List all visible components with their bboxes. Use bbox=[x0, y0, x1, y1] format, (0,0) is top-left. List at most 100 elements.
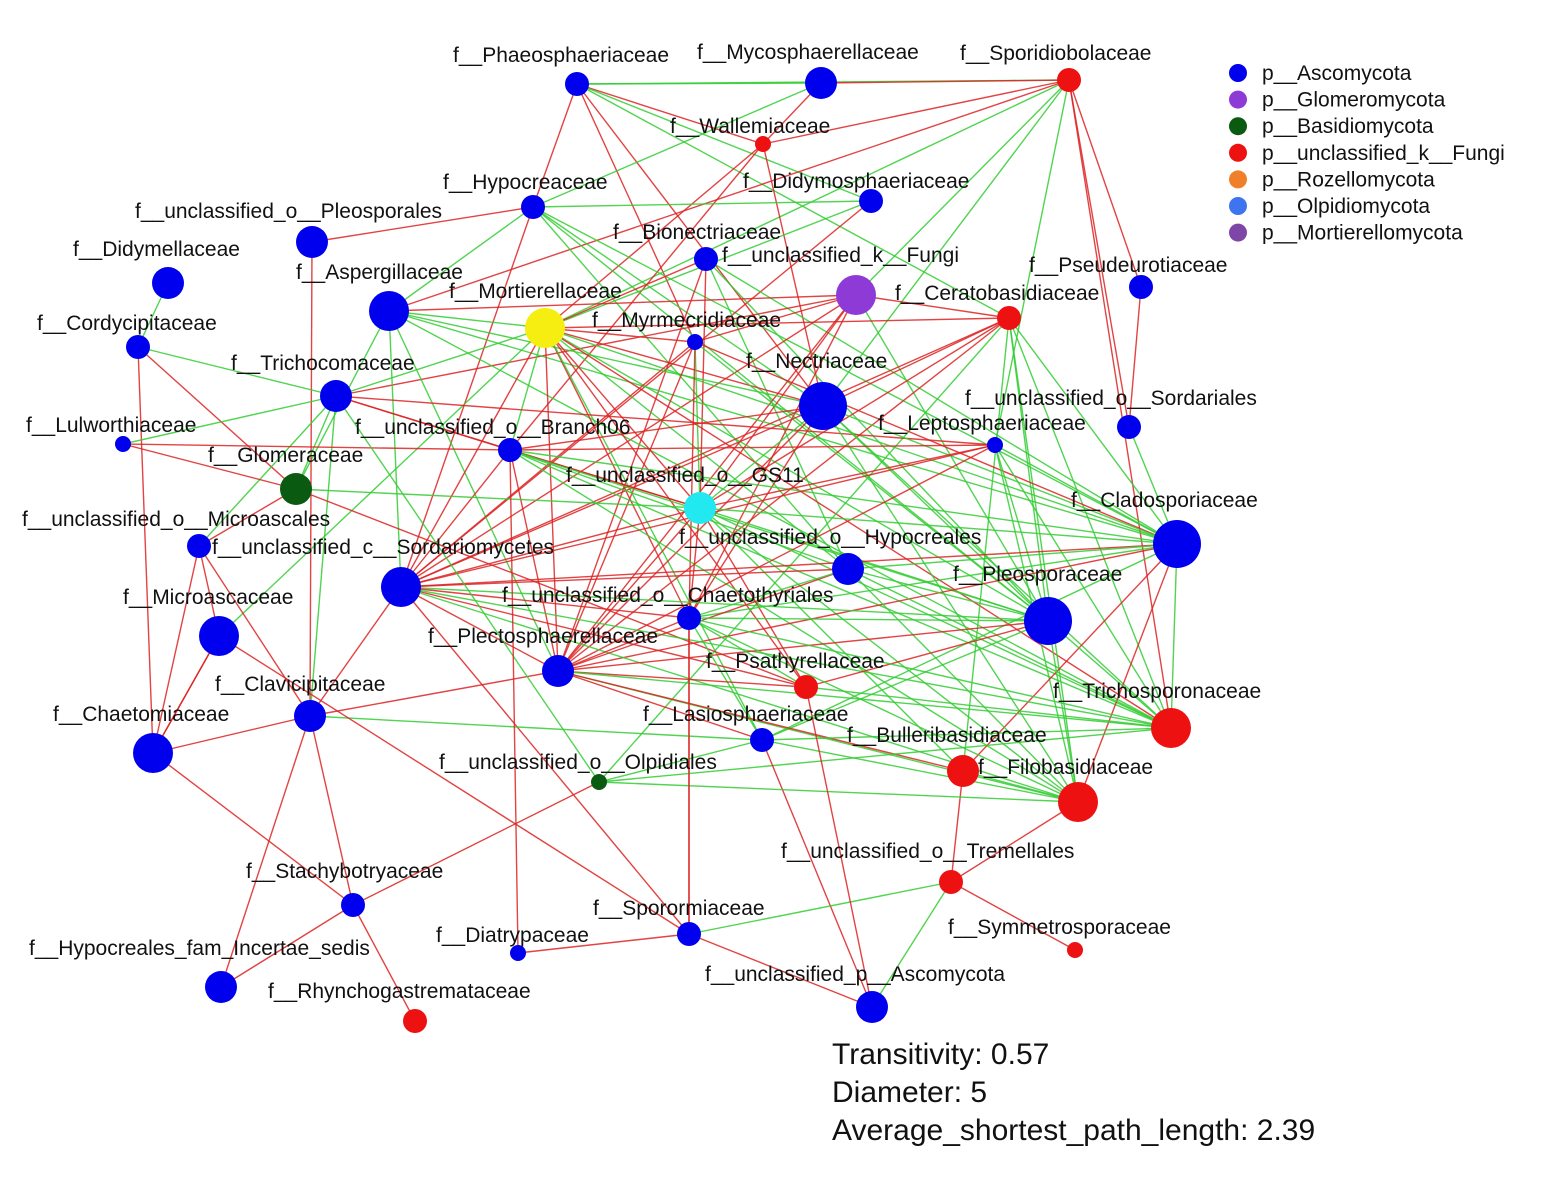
edge-plectosphaerellaceae--clavicipitaceae bbox=[309, 670, 559, 717]
node-aspergillaceae bbox=[369, 291, 409, 331]
edge-sporidiobolaceae--wallemiaceae bbox=[762, 79, 1070, 145]
legend-label-p-unclassified-k-fungi: p__unclassified_k__Fungi bbox=[1262, 142, 1505, 165]
node-nectriaceae bbox=[799, 382, 847, 430]
edge-leptosphaeriaceae--uncl-gs11 bbox=[699, 444, 996, 509]
edge-bionectriaceae--cladosporiaceae bbox=[705, 258, 1178, 545]
edge-sporidiobolaceae--aspergillaceae bbox=[388, 79, 1070, 312]
aspl-value: 2.39 bbox=[1256, 1114, 1316, 1147]
edge-ceratobasidiaceae--uncl-sordariomycetes bbox=[400, 317, 1010, 588]
node-uncl-p-ascomycota bbox=[856, 991, 888, 1023]
edge-bulleribasidiaceae--uncl-tremellales bbox=[950, 770, 964, 883]
node-ceratobasidiaceae bbox=[997, 306, 1021, 330]
edge-uncl-branch06--uncl-sordariomycetes bbox=[400, 449, 511, 588]
edge-ceratobasidiaceae--filobasidiaceae bbox=[1008, 317, 1079, 803]
edge-hypocreaceae--didymosphaeriaceae bbox=[532, 200, 872, 208]
edge-uncl-chaetothyriales--psathyrellaceae bbox=[688, 617, 807, 688]
edge-uncl-sordariomycetes--uncl-hypocreales bbox=[400, 568, 849, 588]
node-label-ceratobasidiaceae: f__Ceratobasidiaceae bbox=[895, 282, 1099, 305]
edge-myrmecridiaceae--cladosporiaceae bbox=[694, 341, 1178, 545]
node-label-hypocreaceae: f__Hypocreaceae bbox=[443, 171, 608, 194]
node-label-symmetrosporaceae: f__Symmetrosporaceae bbox=[948, 916, 1171, 939]
node-label-pseudeurotiaceae: f__Pseudeurotiaceae bbox=[1029, 254, 1228, 277]
edge-uncl-k-fungi--myrmecridiaceae bbox=[694, 294, 857, 343]
edge-uncl-microascales--glomeraceae bbox=[198, 488, 297, 547]
edge-pleosporaceae--trichosporonaceae bbox=[1047, 620, 1172, 729]
edge-uncl-gs11--cladosporiaceae bbox=[699, 507, 1178, 545]
edge-trichocomaceae--clavicipitaceae bbox=[309, 395, 337, 717]
node-label-uncl-p-ascomycota: f__unclassified_p__Ascomycota bbox=[705, 963, 1005, 986]
edge-sporidiobolaceae--nectriaceae bbox=[822, 79, 1070, 407]
node-label-lulworthiaceae: f__Lulworthiaceae bbox=[26, 414, 196, 437]
edge-ceratobasidiaceae--bulleribasidiaceae bbox=[962, 317, 1010, 772]
edge-hypocreaceae--nectriaceae bbox=[532, 206, 824, 407]
edge-pleosporaceae--filobasidiaceae bbox=[1047, 620, 1079, 803]
edge-lasiosphaeriaceae--uncl-p-ascomycota bbox=[761, 739, 873, 1008]
edge-clavicipitaceae--chaetomiaceae bbox=[152, 715, 311, 754]
edge-wallemiaceae--mortierellaceae bbox=[544, 143, 764, 329]
edge-psathyrellaceae--trichosporonaceae bbox=[805, 686, 1172, 729]
node-sporormiaceae bbox=[677, 922, 701, 946]
node-label-uncl-pleosporales: f__unclassified_o__Pleosporales bbox=[135, 200, 442, 223]
legend-marker-p-glomeromycota bbox=[1229, 90, 1247, 109]
node-label-uncl-branch06: f__unclassified_o__Branch06 bbox=[355, 416, 631, 439]
node-label-plectosphaerellaceae: f__Plectosphaerellaceae bbox=[428, 625, 658, 648]
legend-label-p-glomeromycota: p__Glomeromycota bbox=[1262, 89, 1446, 112]
node-uncl-pleosporales bbox=[296, 226, 328, 258]
edge-mortierellaceae--myrmecridiaceae bbox=[544, 327, 696, 343]
transitivity-value: 0.57 bbox=[990, 1038, 1050, 1071]
edge-uncl-gs11--psathyrellaceae bbox=[699, 507, 807, 688]
edge-nectriaceae--plectosphaerellaceae bbox=[557, 405, 824, 672]
edge-plectosphaerellaceae--psathyrellaceae bbox=[557, 670, 807, 688]
node-rhynchogastremataceae bbox=[403, 1009, 427, 1033]
diameter-row: Diameter: 5 bbox=[832, 1074, 1315, 1112]
node-cladosporiaceae bbox=[1153, 520, 1201, 568]
edge-ceratobasidiaceae--nectriaceae bbox=[822, 317, 1010, 407]
node-label-uncl-microascales: f__unclassified_o__Microascales bbox=[22, 508, 330, 531]
edge-ceratobasidiaceae--cladosporiaceae bbox=[1008, 317, 1178, 545]
node-symmetrosporaceae bbox=[1067, 942, 1083, 958]
edge-mycosphaerellaceae--sporidiobolaceae bbox=[820, 79, 1070, 84]
node-lulworthiaceae bbox=[115, 436, 131, 452]
node-uncl-k-fungi bbox=[836, 275, 876, 315]
edge-uncl-hypocreales--plectosphaerellaceae bbox=[557, 568, 849, 672]
edge-myrmecridiaceae--plectosphaerellaceae bbox=[557, 341, 696, 672]
edge-phaeosphaeriaceae--wallemiaceae bbox=[576, 83, 764, 145]
node-leptosphaeriaceae bbox=[987, 437, 1003, 453]
node-label-pleosporaceae: f__Pleosporaceae bbox=[953, 563, 1122, 586]
edge-clavicipitaceae--stachybotryaceae bbox=[309, 715, 354, 906]
edge-lulworthiaceae--uncl-branch06 bbox=[122, 443, 511, 451]
node-label-filobasidiaceae: f__Filobasidiaceae bbox=[978, 756, 1153, 779]
edge-uncl-microascales--chaetomiaceae bbox=[152, 545, 200, 754]
node-uncl-chaetothyriales bbox=[677, 606, 701, 630]
diameter-label: Diameter: bbox=[832, 1076, 963, 1109]
edge-uncl-gs11--pleosporaceae bbox=[699, 507, 1049, 622]
node-microascaceae bbox=[199, 616, 239, 656]
node-label-hypocreales-incertae: f__Hypocreales_fam_Incertae_sedis bbox=[29, 937, 370, 960]
edge-uncl-sordariomycetes--pleosporaceae bbox=[400, 586, 1049, 622]
edge-nectriaceae--uncl-gs11 bbox=[699, 405, 824, 509]
edge-myrmecridiaceae--uncl-chaetothyriales bbox=[688, 341, 696, 619]
node-hypocreaceae bbox=[521, 195, 545, 219]
node-label-sporidiobolaceae: f__Sporidiobolaceae bbox=[960, 42, 1151, 65]
edge-uncl-k-fungi--uncl-sordariomycetes bbox=[400, 294, 857, 588]
edge-hypocreaceae--uncl-hypocreales bbox=[532, 206, 849, 570]
edge-trichocomaceae--lulworthiaceae bbox=[122, 395, 337, 445]
node-uncl-sordariomycetes bbox=[381, 567, 421, 607]
edge-clavicipitaceae--uncl-microascales bbox=[198, 545, 311, 717]
edge-pleosporaceae--psathyrellaceae bbox=[805, 620, 1049, 688]
edge-phaeosphaeriaceae--myrmecridiaceae bbox=[576, 83, 696, 343]
node-label-psathyrellaceae: f__Psathyrellaceae bbox=[706, 650, 885, 673]
edge-uncl-branch06--uncl-hypocreales bbox=[509, 449, 849, 570]
edge-cladosporiaceae--filobasidiaceae bbox=[1077, 543, 1178, 803]
edge-clavicipitaceae--lasiosphaeriaceae bbox=[309, 715, 763, 741]
edge-leptosphaeriaceae--plectosphaerellaceae bbox=[557, 444, 996, 672]
edge-chaetomiaceae--microascaceae bbox=[152, 635, 220, 754]
node-cordycipitaceae bbox=[126, 335, 150, 359]
edge-plectosphaerellaceae--trichosporonaceae bbox=[557, 670, 1172, 729]
edge-uncl-hypocreales--filobasidiaceae bbox=[847, 568, 1079, 803]
node-bionectriaceae bbox=[694, 247, 718, 271]
edge-hypocreaceae--cladosporiaceae bbox=[532, 206, 1178, 545]
edge-plectosphaerellaceae--lasiosphaeriaceae bbox=[557, 670, 763, 741]
edge-pseudeurotiaceae--uncl-sordariales bbox=[1128, 286, 1142, 428]
